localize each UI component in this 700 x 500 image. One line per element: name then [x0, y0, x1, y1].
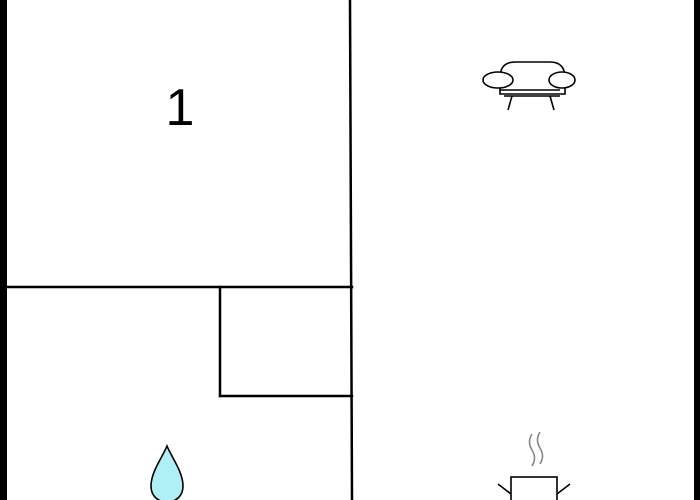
room-number-label: 1 — [166, 79, 195, 137]
outer-wall-right — [694, 0, 700, 500]
sofa-icon — [482, 61, 576, 111]
wall-center-vertical — [348, 0, 354, 500]
cooking-pot-icon — [497, 431, 571, 500]
water-drop-icon — [150, 443, 184, 500]
outer-wall-left — [0, 0, 7, 500]
